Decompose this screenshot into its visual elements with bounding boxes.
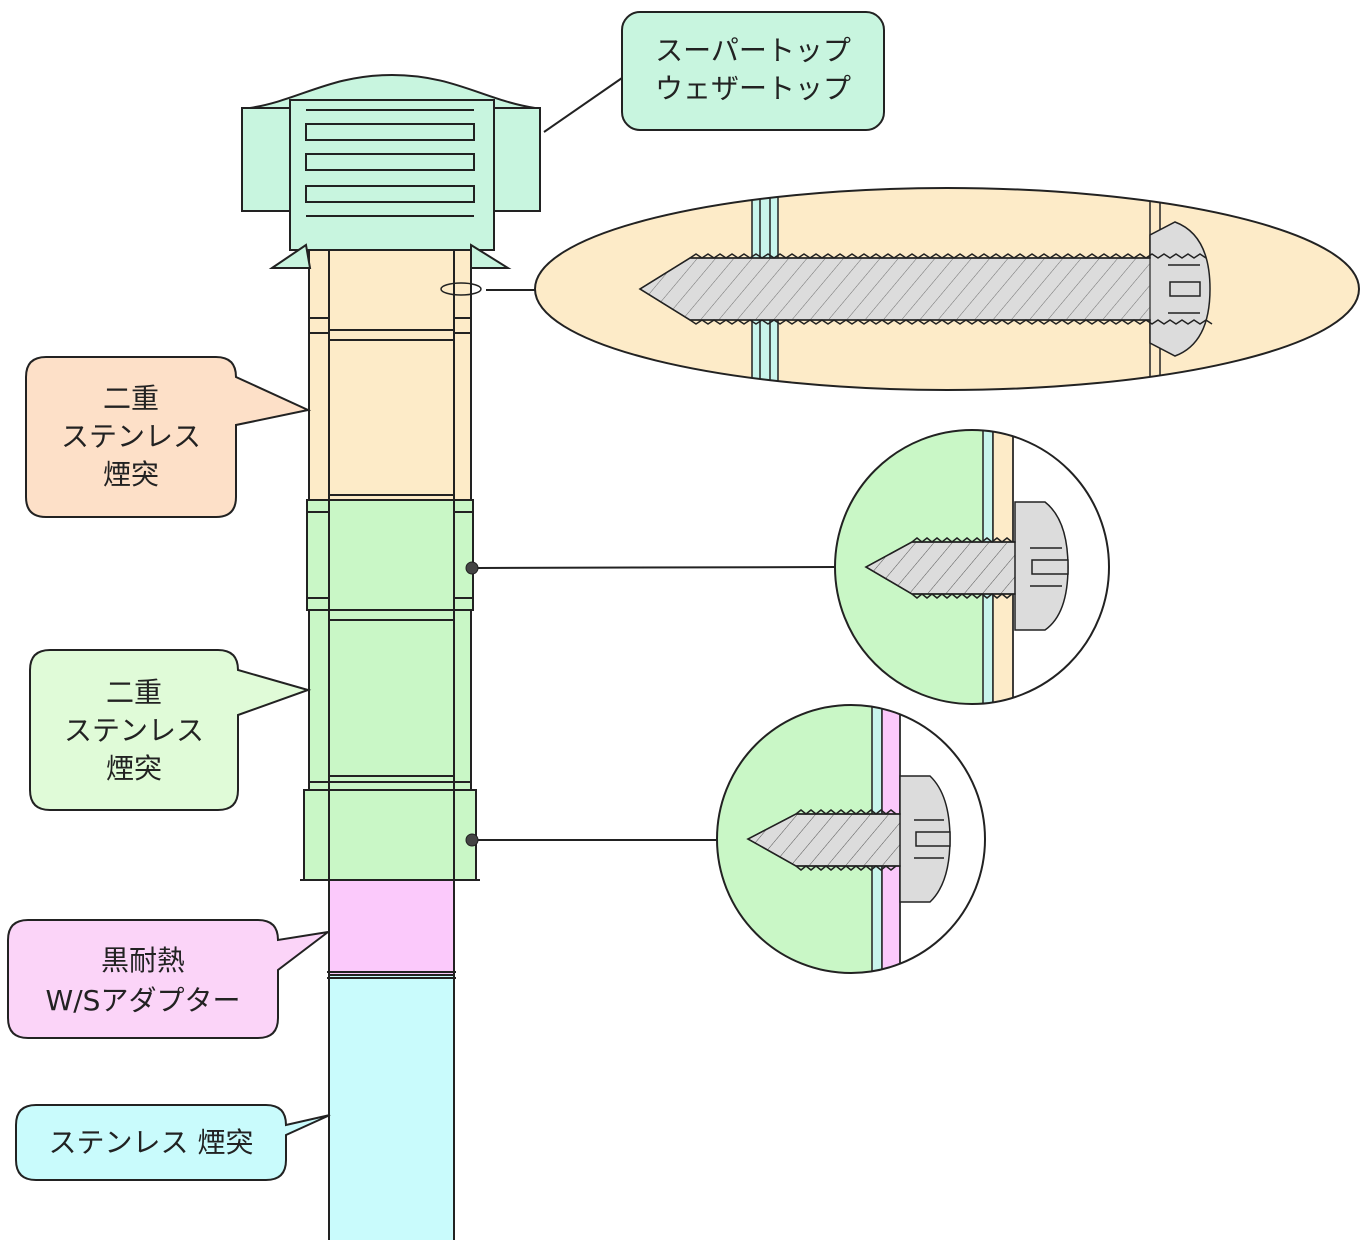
detail-screw-middle bbox=[834, 429, 1110, 705]
callout-single-line1: ステンレス 煙突 bbox=[49, 1126, 254, 1159]
callout-upper-line1: 二重 bbox=[103, 382, 159, 415]
callout-lower-line3: 煙突 bbox=[106, 752, 162, 785]
callout-weather-top-line1: スーパートップ bbox=[655, 34, 851, 67]
callout-double-stainless-upper: 二重 ステンレス 煙突 bbox=[25, 356, 312, 518]
double-stainless-upper-section bbox=[308, 219, 472, 501]
callout-upper-line3: 煙突 bbox=[103, 458, 159, 491]
callout-adapter-line2: W/Sアダプター bbox=[46, 984, 241, 1017]
callout-weather-top-line2: ウェザートップ bbox=[655, 72, 851, 105]
screw-icon bbox=[864, 501, 1069, 631]
callout-lower-line2: ステンレス bbox=[64, 714, 204, 747]
detail-screw-lower bbox=[716, 704, 986, 974]
screw-marker-middle bbox=[465, 561, 479, 575]
detail-screw-upper bbox=[534, 187, 1360, 391]
callout-double-stainless-lower: 二重 ステンレス 煙突 bbox=[29, 649, 312, 811]
ws-adapter bbox=[328, 879, 455, 976]
callout-single-stainless: ステンレス 煙突 bbox=[15, 1104, 331, 1181]
screw-marker-lower bbox=[465, 833, 479, 847]
double-stainless-lower-section bbox=[300, 499, 480, 881]
screw-marker-upper bbox=[440, 282, 482, 296]
callout-adapter-line1: 黒耐熱 bbox=[101, 944, 185, 977]
single-stainless-pipe bbox=[328, 974, 455, 1240]
callout-adapter: 黒耐熱 W/Sアダプター bbox=[7, 919, 329, 1039]
callout-upper-line2: ステンレス bbox=[61, 420, 201, 453]
screw-icon bbox=[746, 775, 951, 903]
callout-lower-line1: 二重 bbox=[106, 676, 162, 709]
weather-top-cap bbox=[241, 73, 541, 269]
screw-icon bbox=[638, 221, 1213, 357]
callout-weather-top: スーパートップ ウェザートップ bbox=[621, 11, 885, 131]
